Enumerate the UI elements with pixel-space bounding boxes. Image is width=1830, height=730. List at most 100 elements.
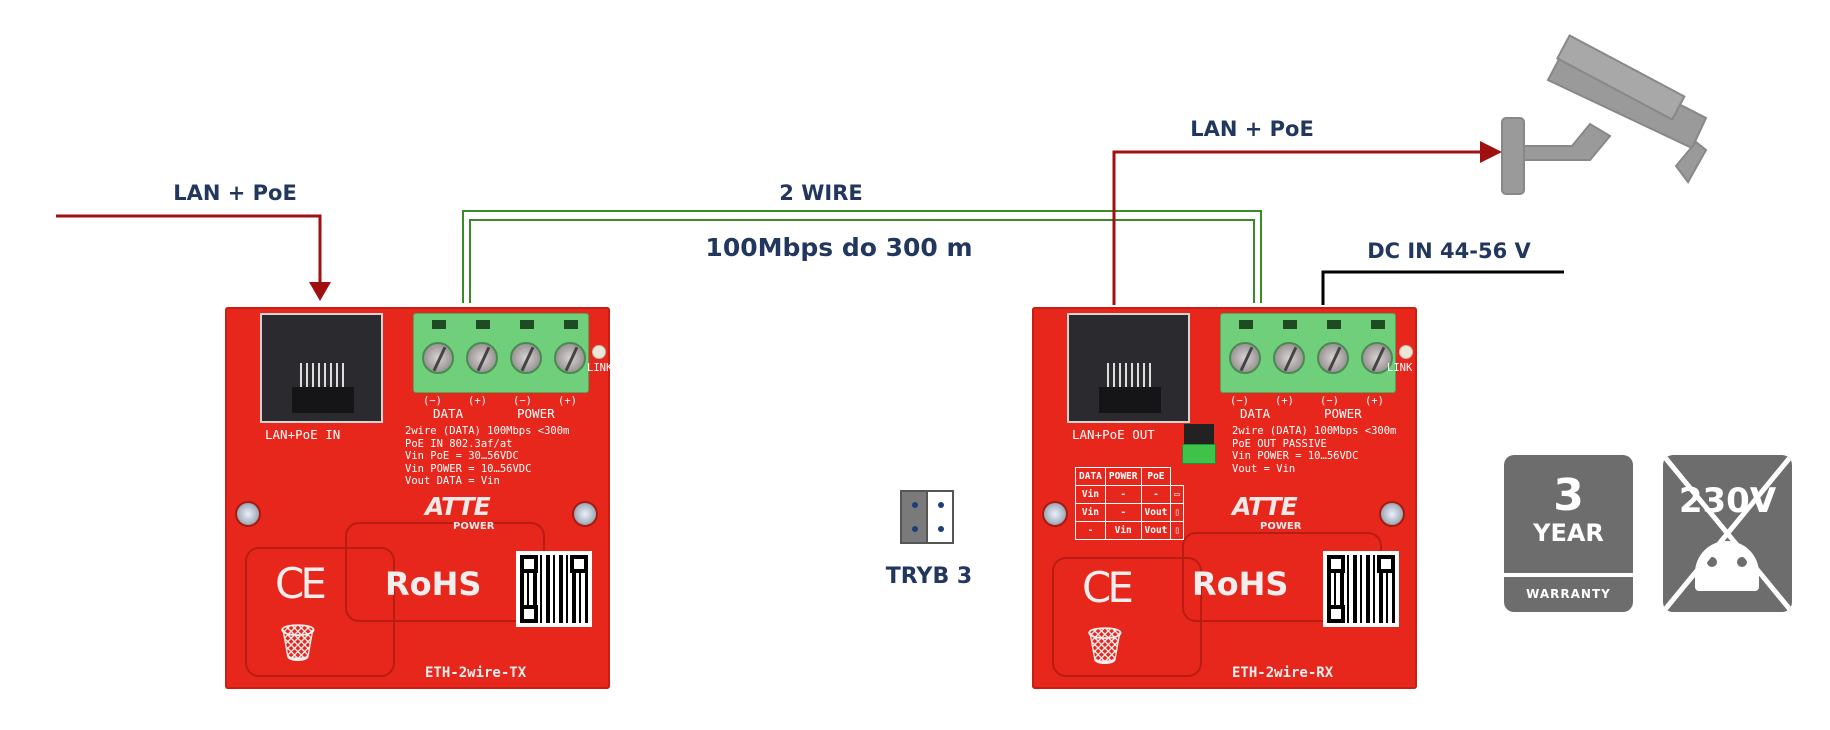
mounting-screw (1379, 501, 1405, 527)
spec-line: Vout DATA = Vin (405, 475, 500, 487)
qr-code (516, 551, 592, 627)
atte-logo: ATTE (425, 492, 491, 521)
pin-label: (+) (1275, 395, 1294, 407)
pin-label: (−) (1230, 395, 1249, 407)
jumper-position-icon: ▯ (1170, 503, 1185, 522)
terminal-screw (1273, 342, 1305, 374)
ce-mark: CE (275, 559, 327, 608)
data-label: DATA (1240, 406, 1271, 421)
jack-label: LAN+PoE OUT (1072, 427, 1155, 442)
rohs-mark: RoHS (1192, 565, 1289, 603)
two-wire-cable (462, 210, 1262, 303)
table-cell: - (1104, 485, 1142, 504)
table-cell: - (1104, 503, 1142, 522)
terminal-block (413, 313, 589, 393)
terminal-screw (1317, 342, 1349, 374)
warranty-caption: WARRANTY (1504, 573, 1633, 601)
atte-logo-sub: POWER (1260, 521, 1302, 532)
right-arrowhead (1480, 141, 1502, 163)
pin-label: (−) (513, 395, 532, 407)
terminal-screw (422, 342, 454, 374)
spec-text: 2wire (DATA) 100Mbps <300m PoE OUT PASSI… (1232, 425, 1396, 475)
pcb-trace (1052, 557, 1202, 677)
terminal-screw (510, 342, 542, 374)
table-cell: Vout (1140, 503, 1172, 522)
terminal-screw (1361, 342, 1393, 374)
pin-label: (+) (1365, 395, 1384, 407)
weee-trash-icon: 🗑 (1082, 626, 1128, 667)
left-lan-poe-arrow (56, 214, 322, 290)
two-wire-label: 2 WIRE (779, 181, 863, 205)
mode-jumper[interactable] (1182, 424, 1216, 464)
warranty-number: 3 (1553, 470, 1584, 521)
table-cell: Vout (1140, 521, 1172, 540)
jumper-position-icon: ▯ (1170, 521, 1185, 540)
terminal-screw (1229, 342, 1261, 374)
table-cell: Vin (1075, 485, 1106, 504)
right-lan-poe-label: LAN + PoE (1190, 117, 1314, 141)
cctv-camera-icon (1501, 34, 1708, 195)
board-name: ETH-2wire-RX (1232, 665, 1334, 681)
spec-text: 2wire (DATA) 100Mbps <300m PoE IN 802.3a… (405, 425, 569, 488)
cross-out-icon (1663, 455, 1792, 612)
warranty-badge: 3 YEAR WARRANTY (1504, 455, 1633, 612)
pin-label: (−) (423, 395, 442, 407)
link-label: LINK (1387, 362, 1413, 374)
atte-logo: ATTE (1232, 492, 1298, 521)
table-cell: - (1140, 485, 1172, 504)
jack-label: LAN+PoE IN (265, 427, 341, 442)
ce-mark: CE (1082, 563, 1134, 612)
rj45-jack (260, 313, 383, 423)
power-label: POWER (517, 406, 555, 421)
spec-line: Vin PoE = 30…56VDC (405, 450, 519, 462)
mounting-screw (1042, 501, 1068, 527)
table-header: POWER (1104, 467, 1142, 486)
mounting-screw (235, 501, 261, 527)
mounting-screw (572, 501, 598, 527)
weee-trash-icon: 🗑 (275, 623, 321, 664)
left-lan-poe-label: LAN + PoE (173, 181, 297, 205)
mode-label: TRYB 3 (885, 564, 973, 589)
link-led (1399, 345, 1413, 359)
terminal-screw (466, 342, 498, 374)
rj45-jack (1067, 313, 1190, 423)
link-led (592, 345, 606, 359)
speed-distance-label: 100Mbps do 300 m (705, 233, 973, 262)
power-label: POWER (1324, 406, 1362, 421)
spec-line: 2wire (DATA) 100Mbps <300m (405, 425, 570, 437)
spec-line: PoE OUT PASSIVE (1232, 437, 1327, 450)
dc-in-label: DC IN 44-56 V (1367, 239, 1531, 263)
rx-board: LAN+PoE OUT LINK (−) (+) (−) (+) DATA PO… (1032, 307, 1417, 689)
atte-logo-sub: POWER (453, 521, 495, 532)
mode-3-jumper-icon (900, 490, 954, 544)
rohs-mark: RoHS (385, 565, 482, 603)
right-lan-poe-line (1112, 150, 1490, 305)
table-cell: Vin (1104, 521, 1142, 540)
warranty-unit: YEAR (1533, 519, 1604, 547)
table-header: DATA (1075, 467, 1106, 486)
terminal-screw (554, 342, 586, 374)
spec-line: PoE IN 802.3af/at (405, 437, 513, 450)
qr-code (1323, 551, 1399, 627)
pin-label: (−) (1320, 395, 1339, 407)
power-plug-icon (1695, 541, 1759, 591)
pcb-trace (245, 547, 395, 677)
spec-line: 2wire (DATA) 100Mbps <300m (1232, 425, 1397, 437)
jumper-position-icon: ▭ (1170, 485, 1185, 504)
spec-line: Vin POWER = 10…56VDC (1232, 450, 1359, 462)
data-label: DATA (433, 406, 464, 421)
no-230v-badge: 230V (1663, 455, 1792, 612)
link-label: LINK (587, 362, 613, 374)
table-cell: Vin (1075, 503, 1106, 522)
table-cell: - (1075, 521, 1106, 540)
spec-line: Vout = Vin (1232, 462, 1296, 475)
left-arrowhead (309, 282, 331, 301)
voltage-text: 230V (1678, 481, 1777, 521)
table-header: PoE (1140, 467, 1172, 486)
terminal-block (1220, 313, 1396, 393)
spec-line: Vin POWER = 10…56VDC (405, 462, 532, 475)
board-name: ETH-2wire-TX (425, 665, 527, 681)
pin-label: (+) (468, 395, 487, 407)
